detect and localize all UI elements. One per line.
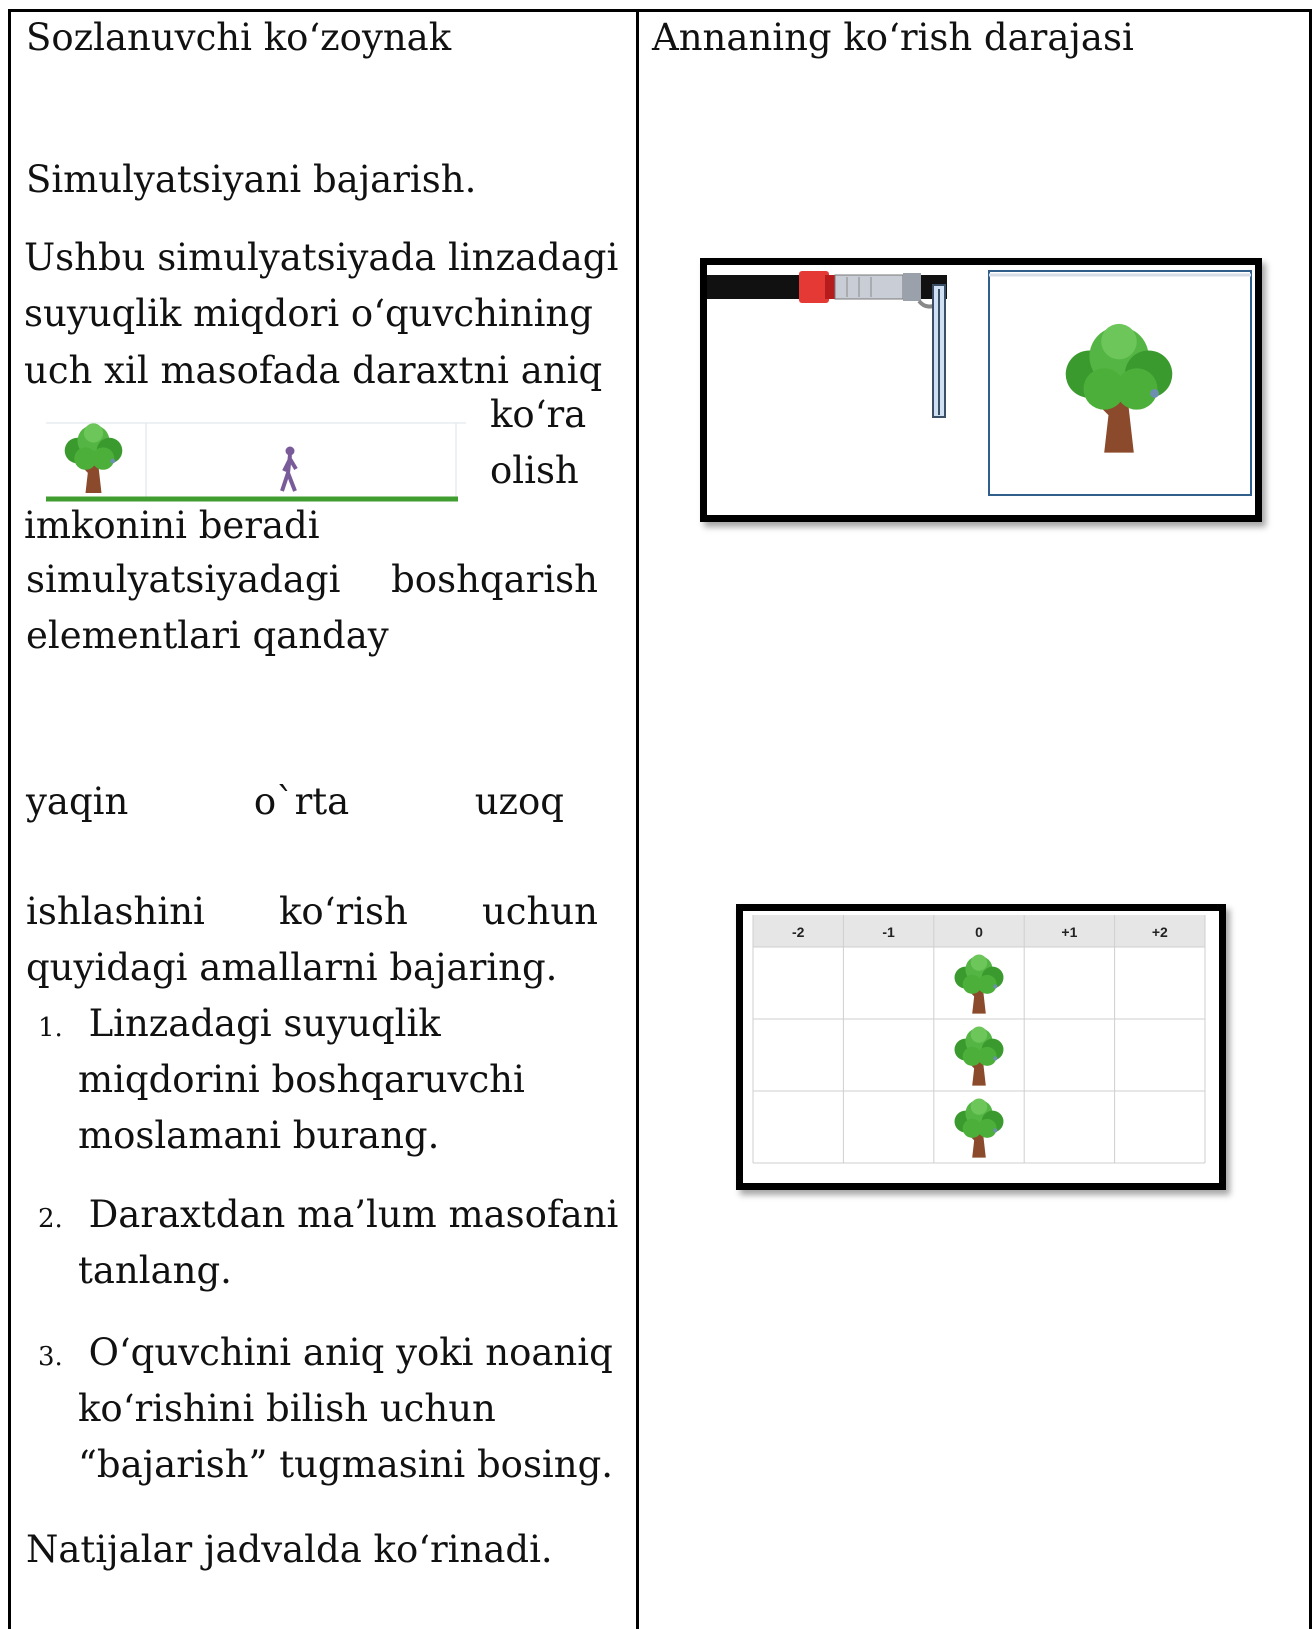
table-border-middle [636,9,639,1629]
grid-column-header: -1 [882,924,895,940]
right-column-header: Annaning ko‘rish darajasi [652,16,1134,59]
step-text: “bajarish” tugmasini bosing. [78,1443,614,1486]
left-column-header: Sozlanuvchi ko‘zoynak [26,16,452,59]
instruction-line: quyidagi amallarni bajaring. [26,946,558,989]
distance-labels: yaqin o`rta uzoq [26,782,564,822]
description-line: uch xil masofada daraxtni aniq [24,349,603,392]
description-end: imkonini beradi [24,504,320,547]
description-line: Ushbu simulyatsiyada linzadagi [24,236,619,279]
controls-line: simulyatsiyadagi boshqarish [26,558,598,601]
table-border-top [8,9,1312,12]
grid-column-header: -2 [792,924,805,940]
simulation-screenshot [700,258,1262,522]
grid-column-header: +1 [1061,924,1077,940]
distance-far: uzoq [474,780,564,823]
person-icon [280,446,298,492]
step-text: tanlang. [78,1249,232,1292]
step-text: Daraxtdan ma’lum masofani [88,1193,619,1236]
intro-text: Simulyatsiyani bajarish. [26,158,477,201]
step-text: ko‘rishini bilish uchun [78,1387,496,1430]
grid-column-header: +2 [1152,924,1168,940]
step-3: 3. O‘quvchini aniq yoki noaniq [38,1333,613,1377]
step-text: Linzadagi suyuqlik [88,1002,441,1045]
description-line: suyuqlik miqdori o‘quvchining [24,292,593,335]
description-wrap: ko‘ra [490,393,587,436]
distance-middle: o`rta [253,780,350,823]
table-border-left [8,9,11,1629]
step-number: 3. [38,1342,63,1372]
step-text: O‘quvchini aniq yoki noaniq [88,1331,613,1374]
description-wrap: olish [490,449,579,492]
step-1: 1. Linzadagi suyuqlik [38,1004,441,1048]
results-table-screenshot: -2 -1 0 +1 +2 [736,904,1226,1190]
grid-column-header: 0 [975,924,983,940]
controls-line: elementlari qanday [26,614,389,657]
distance-near: yaqin [26,780,129,823]
lens-adjuster-icon [707,271,947,418]
step-number: 1. [38,1013,63,1043]
instruction-line: ishlashini ko‘rish uchun [26,890,598,933]
step-number: 2. [38,1204,63,1234]
table-border-right [1309,9,1312,1629]
step-text: miqdorini boshqaruvchi [78,1058,525,1101]
distance-scene-illustration [46,415,476,505]
footer-note: Natijalar jadvalda ko‘rinadi. [26,1528,553,1571]
step-2: 2. Daraxtdan ma’lum masofani [38,1195,618,1239]
step-text: moslamani burang. [78,1114,440,1157]
